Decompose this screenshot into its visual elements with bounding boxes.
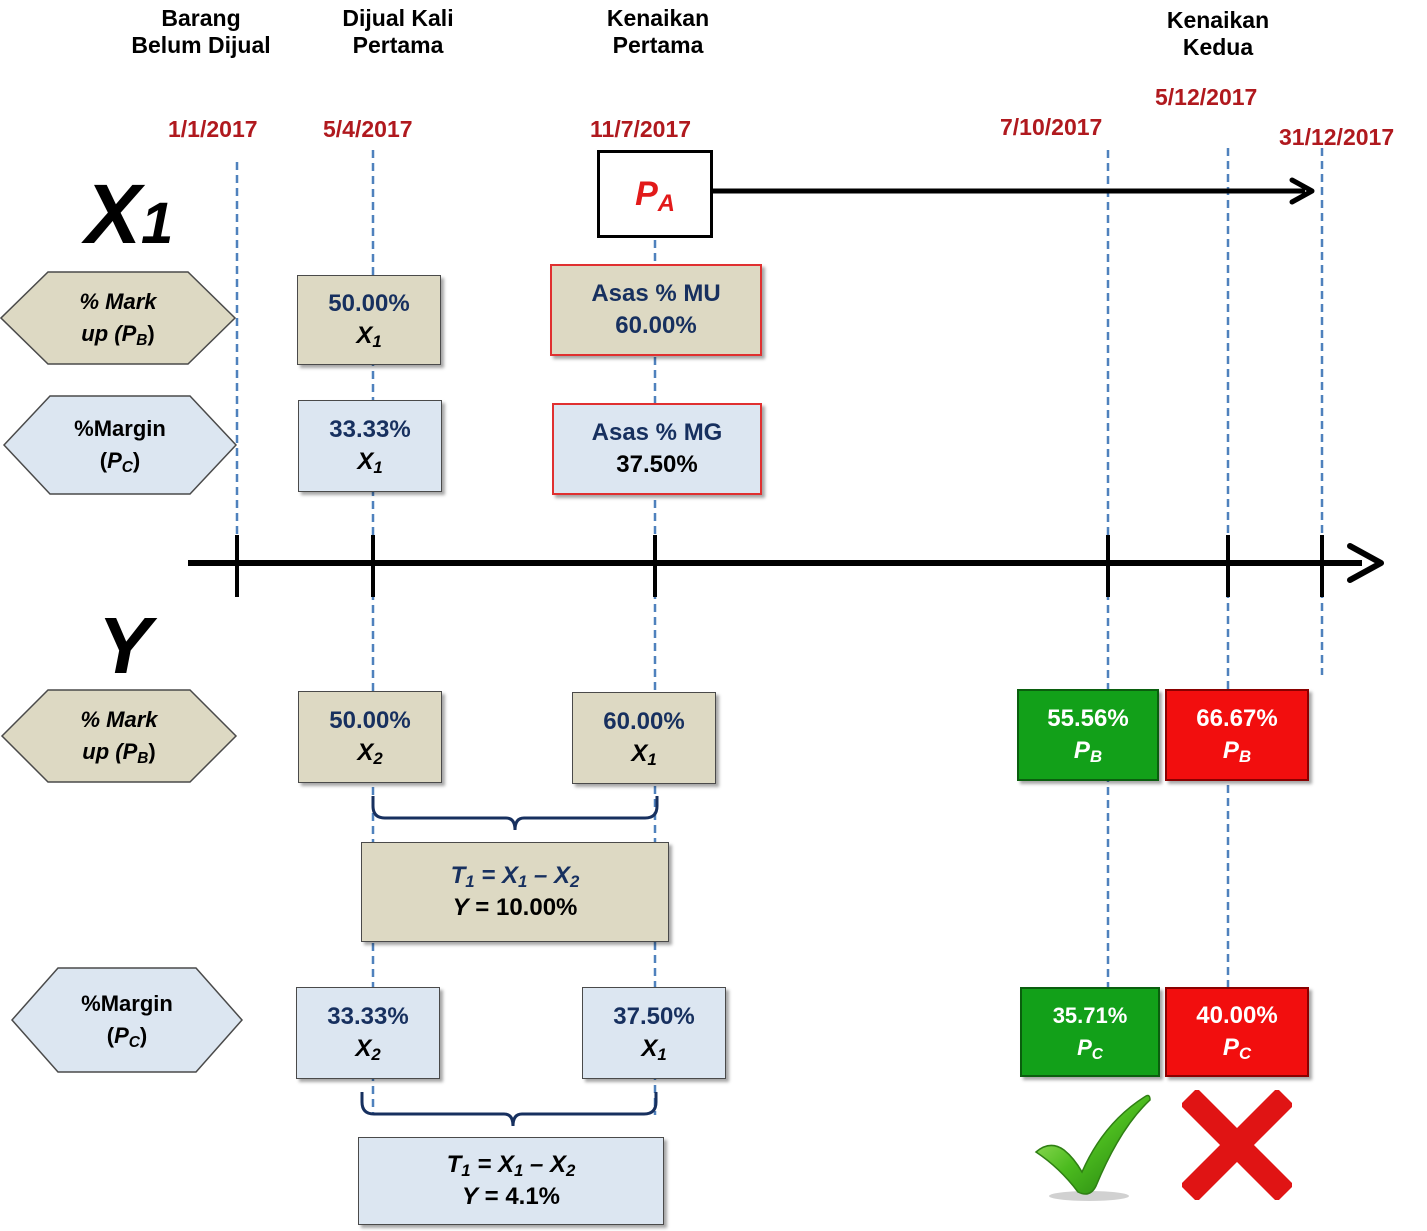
result-red-margin: 40.00% PC [1165, 987, 1309, 1077]
pa-box: PA [597, 150, 713, 238]
asas-mu-box: Asas % MU 60.00% [550, 264, 762, 356]
date-6: 31/12/2017 [1279, 124, 1395, 150]
hex-margin-x-label: %Margin (PC) [74, 416, 166, 476]
t1-markup-box: T1 = X1 – X2 Y = 10.00% [361, 842, 669, 942]
hex-markup-y-label: % Mark up (PB) [80, 707, 158, 767]
asas-mg-box: Asas % MG 37.50% [552, 403, 762, 495]
x1-markup-box: 50.00% X1 [297, 275, 441, 365]
cross-icon [1182, 1090, 1292, 1200]
t1-margin-box: T1 = X1 – X2 Y = 4.1% [358, 1137, 664, 1225]
result-red-markup: 66.67% PB [1165, 689, 1309, 781]
y-margin-box-x1: 37.50% X1 [582, 987, 726, 1079]
hex-margin-x [2, 395, 238, 495]
pa-arrow [713, 177, 1315, 205]
date-1: 1/1/2017 [168, 116, 258, 142]
section-x1-label: X1 [85, 167, 174, 261]
hex-markup-x-label: % Mark up (PB) [79, 289, 157, 349]
result-green-margin: 35.71% PC [1020, 987, 1160, 1077]
result-green-markup: 55.56% PB [1017, 689, 1159, 781]
brace-margin [360, 1092, 658, 1127]
time-axis [188, 535, 1384, 597]
hex-markup-x [0, 271, 237, 365]
date-4: 7/10/2017 [1000, 114, 1103, 140]
checkmark-icon [1034, 1094, 1151, 1201]
x1-margin-box: 33.33% X1 [298, 400, 442, 492]
date-3: 11/7/2017 [590, 116, 692, 142]
section-y-label: Y [98, 601, 152, 690]
hex-margin-y [10, 967, 244, 1073]
hex-margin-y-label: %Margin (PC) [81, 991, 173, 1051]
date-2: 5/4/2017 [323, 116, 413, 142]
y-markup-box-x1: 60.00% X1 [572, 692, 716, 784]
date-5: 5/12/2017 [1155, 84, 1258, 110]
brace-markup [371, 796, 659, 831]
hex-markup-y [0, 689, 238, 783]
y-markup-box-x2: 50.00% X2 [298, 691, 442, 783]
y-margin-box-x2: 33.33% X2 [296, 987, 440, 1079]
